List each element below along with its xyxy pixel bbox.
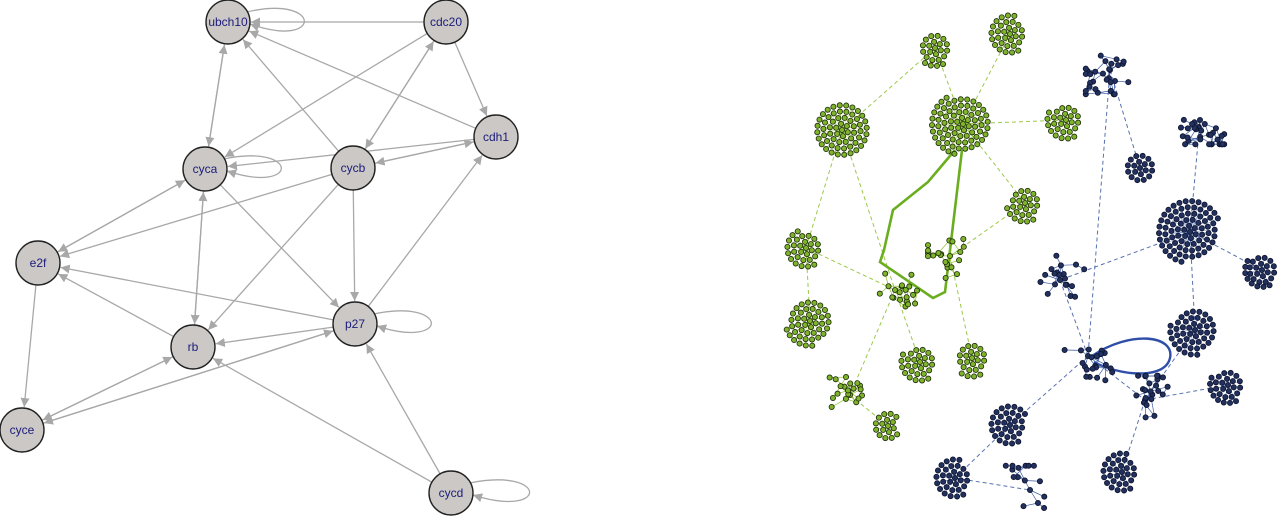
node-e2f[interactable]: e2f <box>15 240 61 286</box>
node-rb[interactable]: rb <box>170 324 216 370</box>
cell-cycle-edges <box>20 7 531 503</box>
cluster-g-bottom-b <box>956 342 988 380</box>
edge-cycd-cycd <box>469 479 531 503</box>
edge-cycb-cdh1 <box>374 139 474 164</box>
cluster-b-right-ring <box>1242 254 1278 290</box>
edge-p27-rb <box>215 326 334 347</box>
cell-cycle-nodes: ubch10 cdc20 cdh1 cyca cycb e2f p27 rb cyce cycd <box>0 0 519 516</box>
edge-rb-e2f <box>57 273 174 338</box>
large-network-nodes <box>783 12 1278 512</box>
cluster-g-bottom-a <box>898 346 936 384</box>
node-label-cdh1: cdh1 <box>483 130 509 144</box>
cluster-g-right-hub <box>1044 104 1082 142</box>
node-cyce[interactable]: cyce <box>0 407 45 453</box>
cluster-g-left-ring <box>784 228 822 270</box>
edge-cycb-cdc20 <box>364 41 435 150</box>
node-cdh1[interactable]: cdh1 <box>473 114 519 160</box>
node-label-cyca: cyca <box>193 162 218 176</box>
cluster-b-left-tree <box>1037 252 1088 300</box>
edge-cyca-p27 <box>219 184 340 308</box>
cluster-b-bottom-tree <box>1002 462 1048 512</box>
cluster-b-loop-hub <box>1061 346 1116 384</box>
cluster-b-center-tree <box>1133 372 1171 421</box>
edge-p27-e2f <box>60 264 334 321</box>
node-label-p27: p27 <box>345 317 365 331</box>
cluster-g-bottom-c <box>872 410 901 442</box>
node-label-e2f: e2f <box>30 256 47 270</box>
node-label-cycd: cycd <box>439 486 464 500</box>
edge-cyce-p27 <box>42 329 334 424</box>
cluster-b-bottom-c <box>933 456 971 500</box>
cluster-g-mid-cluster <box>876 270 921 310</box>
edge-cdc20-cyca <box>224 32 428 158</box>
cluster-b-big-hub <box>1156 198 1221 265</box>
self-loop <box>1091 337 1172 375</box>
node-cyca[interactable]: cyca <box>182 146 228 192</box>
edge-cyca-cyca <box>223 155 282 179</box>
cluster-g-top-hub <box>929 94 991 157</box>
highlighted-path <box>878 149 964 300</box>
cluster-b-left-ring <box>1124 152 1156 184</box>
node-label-cyce: cyce <box>10 423 35 437</box>
node-label-cycb: cycb <box>341 161 366 175</box>
node-cycd[interactable]: cycd <box>428 470 474 516</box>
large-network <box>783 12 1278 512</box>
cluster-g-upper-left-ring <box>919 32 951 69</box>
node-p27[interactable]: p27 <box>332 301 378 347</box>
cluster-b-top-tree <box>1082 52 1132 98</box>
edge-cycd-p27 <box>365 343 441 475</box>
node-ubch10[interactable]: ubch10 <box>205 0 251 45</box>
cluster-b-top-right <box>1177 116 1228 148</box>
cluster-g-bottom-left <box>826 374 866 410</box>
edge-cdc20-cdh1 <box>454 41 488 117</box>
edge-cdh1-ubch10 <box>248 30 477 129</box>
edge-e2f-cyca <box>56 179 186 253</box>
edge-ubch10-cyca <box>205 43 226 147</box>
edge-p27-cdh1 <box>367 154 483 307</box>
node-label-ubch10: ubch10 <box>208 15 248 29</box>
edge-ubch10-ubch10 <box>246 7 305 32</box>
cluster-b-bottom-a <box>988 403 1028 447</box>
cluster-g-center-cluster <box>925 235 967 281</box>
cluster-g-lower-left-hub <box>783 299 832 349</box>
edge-cycb-rb <box>207 183 339 331</box>
edge-cycb-e2f <box>59 173 333 259</box>
node-cdc20[interactable]: cdc20 <box>423 0 469 45</box>
cluster-b-bottom-right <box>1207 369 1244 406</box>
edge-e2f-cyce <box>20 284 37 408</box>
cell-cycle-network: ubch10 cdc20 cdh1 cyca cycb e2f p27 rb cyce cycd <box>0 0 531 516</box>
node-cycb[interactable]: cycb <box>330 145 376 191</box>
cluster-g-top-ring <box>988 12 1026 56</box>
cluster-g-mid-right-hub <box>1004 187 1041 225</box>
cluster-g-left-hub <box>814 102 870 158</box>
edge-rb-cyca <box>193 191 208 326</box>
edge-p27-p27 <box>373 310 432 334</box>
cluster-b-mid-hub <box>1167 308 1217 358</box>
node-label-rb: rb <box>188 340 199 354</box>
edge-cyce-rb <box>41 356 173 421</box>
edge-cycb-ubch10 <box>242 39 340 152</box>
cluster-b-bottom-b <box>1100 450 1138 494</box>
node-label-cdc20: cdc20 <box>430 15 462 29</box>
edge-cycb-p27 <box>350 189 360 302</box>
edge-cycd-rb <box>212 357 433 483</box>
